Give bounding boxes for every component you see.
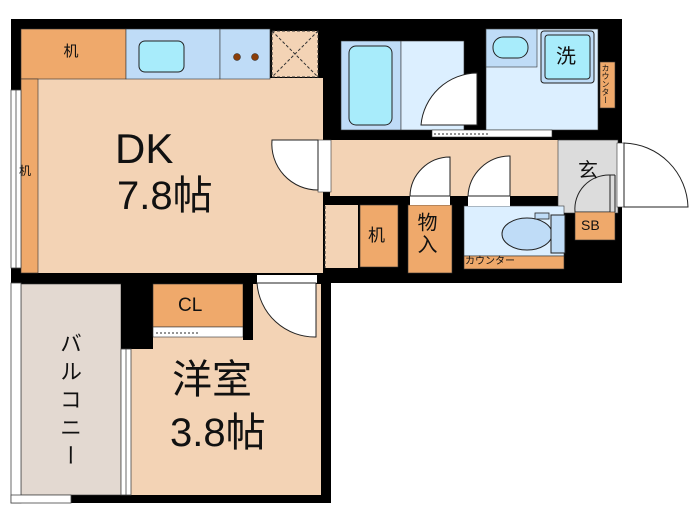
toilet-door-swing (467, 155, 511, 197)
dk-floor (38, 78, 323, 273)
storage-door-frame (410, 196, 450, 205)
washer-label: 洗 (556, 44, 576, 68)
dk-room-name: DK (115, 125, 174, 172)
desk-hall-label: 机 (368, 226, 385, 246)
dk-door-frame (317, 139, 332, 193)
desk-top (20, 28, 127, 80)
balcony-rail-left (10, 282, 22, 504)
bath-door-swing (420, 72, 478, 126)
balcony-label: バルコニー (56, 332, 81, 472)
toilet-tank (550, 214, 566, 254)
storage (407, 204, 453, 274)
entrance-door-frame (616, 142, 625, 208)
toilet-bowl (501, 217, 553, 251)
toilet-door-frame (468, 196, 510, 206)
wash-basin (492, 36, 529, 59)
dk-door-swing (271, 139, 319, 191)
sb-door-swing (574, 174, 611, 213)
closet-wall (243, 284, 253, 340)
storage-label: 物入 (414, 212, 438, 256)
counter-wash-label: カウンター (601, 64, 610, 104)
burner-icon (233, 53, 241, 61)
counter-toilet-label: カウンター (465, 256, 515, 267)
dk-room-size: 7.8帖 (117, 174, 213, 218)
entrance-label: 玄 (578, 158, 598, 182)
western-door-swing (256, 282, 317, 338)
western-room-size: 3.8帖 (170, 411, 266, 455)
counter-toilet (463, 255, 565, 270)
bathtub (348, 45, 393, 126)
counter-wash (599, 61, 616, 109)
desk-top-label: 机 (63, 42, 79, 60)
western-room-name: 洋室 (172, 357, 252, 403)
sink-bowl (138, 40, 185, 73)
desk-hall (359, 204, 399, 268)
pillar (121, 284, 153, 349)
closet-rail (152, 326, 244, 338)
toilet-lid (534, 212, 550, 220)
burner-icon (251, 53, 259, 61)
entrance-door-swing (623, 142, 689, 208)
storage-door-swing (409, 156, 451, 197)
closet (152, 283, 244, 328)
desk-left-label: 机 (19, 164, 32, 178)
stove (219, 28, 271, 80)
shoe-box (574, 211, 616, 241)
balcony-rail-bottom (10, 494, 72, 504)
washer-inner (544, 34, 591, 80)
sliding-door (431, 129, 553, 138)
closet-label: CL (178, 295, 203, 316)
western-door-frame (257, 275, 317, 283)
shoe-box-label: SB (581, 217, 600, 233)
hall-lower-floor (325, 205, 358, 268)
